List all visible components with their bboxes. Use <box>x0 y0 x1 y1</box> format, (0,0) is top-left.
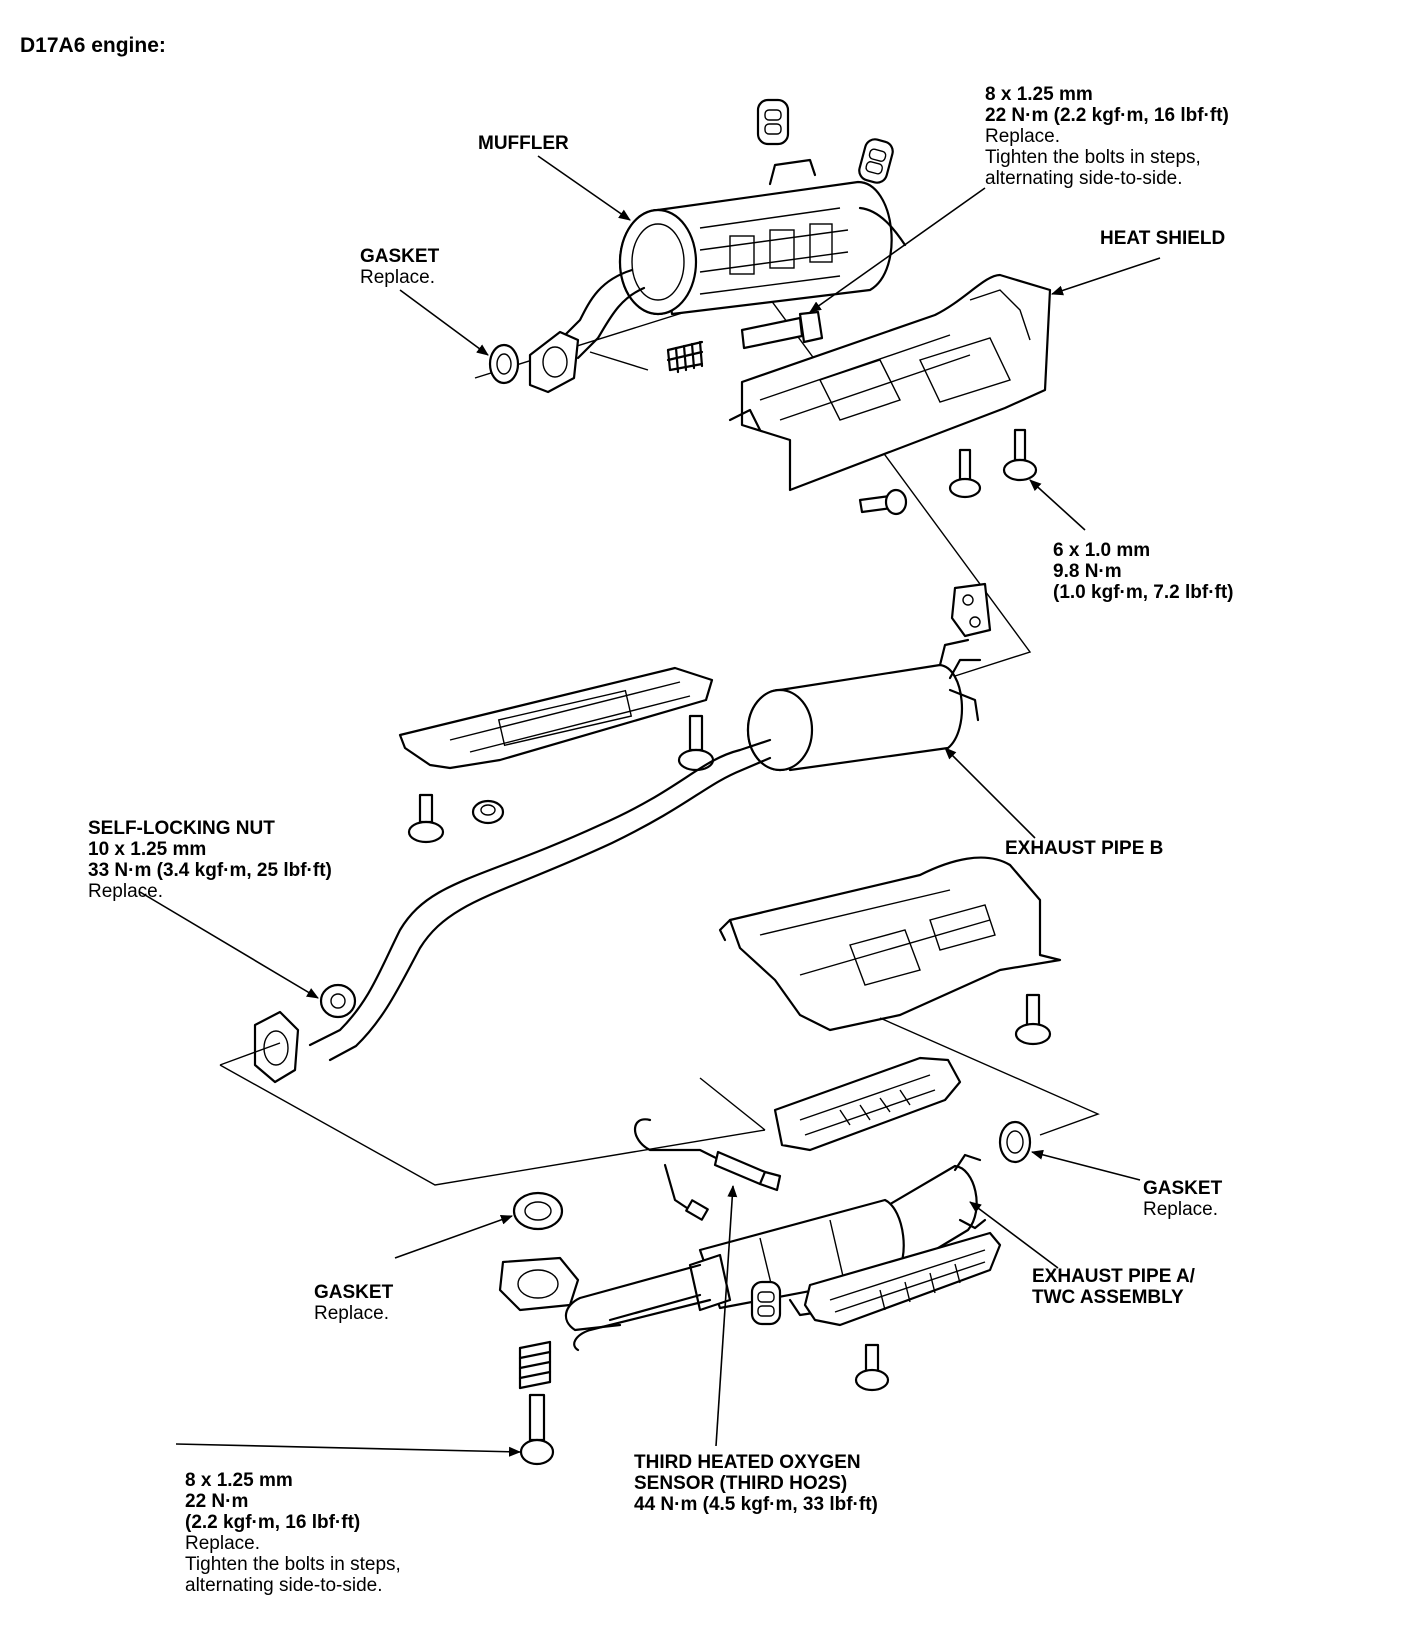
self-locking-nut-part <box>319 983 357 1019</box>
gasket-top-label: GASKET Replace. <box>360 246 440 288</box>
muffler-label: MUFFLER <box>478 133 569 154</box>
bolt-icon <box>407 793 445 844</box>
exhaust-pipe-b-part <box>308 638 982 1062</box>
exhaust-pipe-a-label: EXHAUST PIPE A/ TWC ASSEMBLY <box>1032 1266 1195 1308</box>
muffler-flange-part <box>528 330 580 394</box>
middle-heat-shield-part <box>398 666 714 770</box>
self-locking-nut-label: SELF-LOCKING NUT 10 x 1.25 mm 33 N·m (3.… <box>88 818 332 902</box>
bolt-icon <box>948 448 982 499</box>
twc-upper-shield-part <box>773 1056 962 1152</box>
gasket-right-part <box>998 1120 1032 1164</box>
bolt-icon <box>1014 993 1052 1046</box>
small-bolt-spec: 6 x 1.0 mm 9.8 N·m (1.0 kgf·m, 7.2 lbf·f… <box>1053 540 1234 603</box>
twc-lower-shield-part <box>803 1231 1002 1327</box>
bolt-icon <box>677 714 715 772</box>
bracket-icon <box>950 582 992 638</box>
leader-lines <box>139 155 1161 1457</box>
bolt-icon <box>740 310 824 350</box>
pipe-a-flange-part <box>498 1256 580 1312</box>
upper-reference-plane <box>474 287 1032 677</box>
bolt-icon <box>858 488 908 516</box>
heat-shield-label: HEAT SHIELD <box>1100 228 1226 249</box>
upper-heat-shield-part <box>728 273 1052 492</box>
pipe-b-flange-part <box>253 1010 300 1084</box>
rubber-hanger-icon <box>750 1280 782 1326</box>
gasket-right-label: GASKET Replace. <box>1143 1178 1223 1220</box>
lower-heat-shield-part <box>718 856 1062 1032</box>
lower-reference-plane <box>219 1017 1100 1186</box>
bolt-icon <box>854 1343 890 1392</box>
gasket-left-part <box>512 1191 564 1231</box>
exhaust-pipe-b-label: EXHAUST PIPE B <box>1005 838 1164 859</box>
rubber-hanger-icon <box>858 138 894 184</box>
bolt-icon <box>519 1393 555 1466</box>
oxygen-sensor-part <box>634 1118 782 1221</box>
spring-icon <box>518 1340 552 1390</box>
rubber-hanger-icon <box>756 98 790 146</box>
top-bolt-spec: 8 x 1.25 mm 22 N·m (2.2 kgf·m, 16 lbf·ft… <box>985 84 1229 189</box>
gasket-left-label: GASKET Replace. <box>314 1282 394 1324</box>
spring-icon <box>666 340 704 374</box>
gasket-top-part <box>488 343 520 385</box>
nut-icon <box>471 799 505 825</box>
muffler-part <box>558 158 907 360</box>
page-title: D17A6 engine: <box>20 34 166 57</box>
bolt-icon <box>1002 428 1038 482</box>
bottom-bolt-spec: 8 x 1.25 mm 22 N·m (2.2 kgf·m, 16 lbf·ft… <box>185 1470 401 1596</box>
oxygen-sensor-label: THIRD HEATED OXYGEN SENSOR (THIRD HO2S) … <box>634 1452 878 1515</box>
